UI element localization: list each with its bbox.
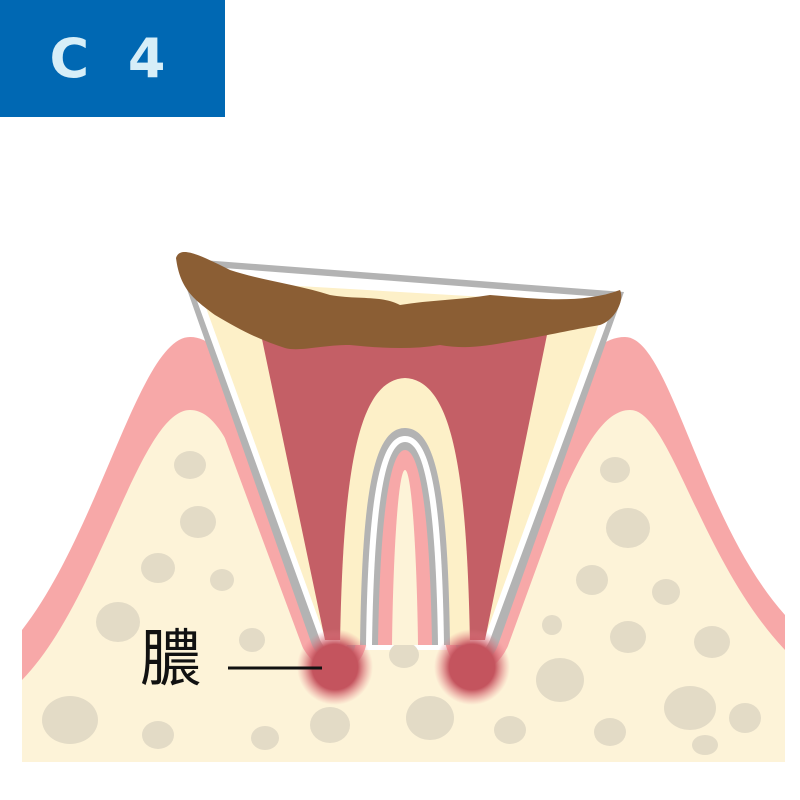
- pulp: [258, 320, 550, 640]
- pus-left: [297, 629, 373, 705]
- bone: [22, 410, 785, 762]
- pus-right: [434, 629, 510, 705]
- stage-label: C 4: [49, 27, 176, 90]
- pus-label: 膿: [140, 622, 203, 695]
- tooth: [176, 251, 624, 672]
- decay: [176, 251, 622, 350]
- stage-badge: C 4: [0, 0, 225, 117]
- bone-spots: [42, 451, 761, 755]
